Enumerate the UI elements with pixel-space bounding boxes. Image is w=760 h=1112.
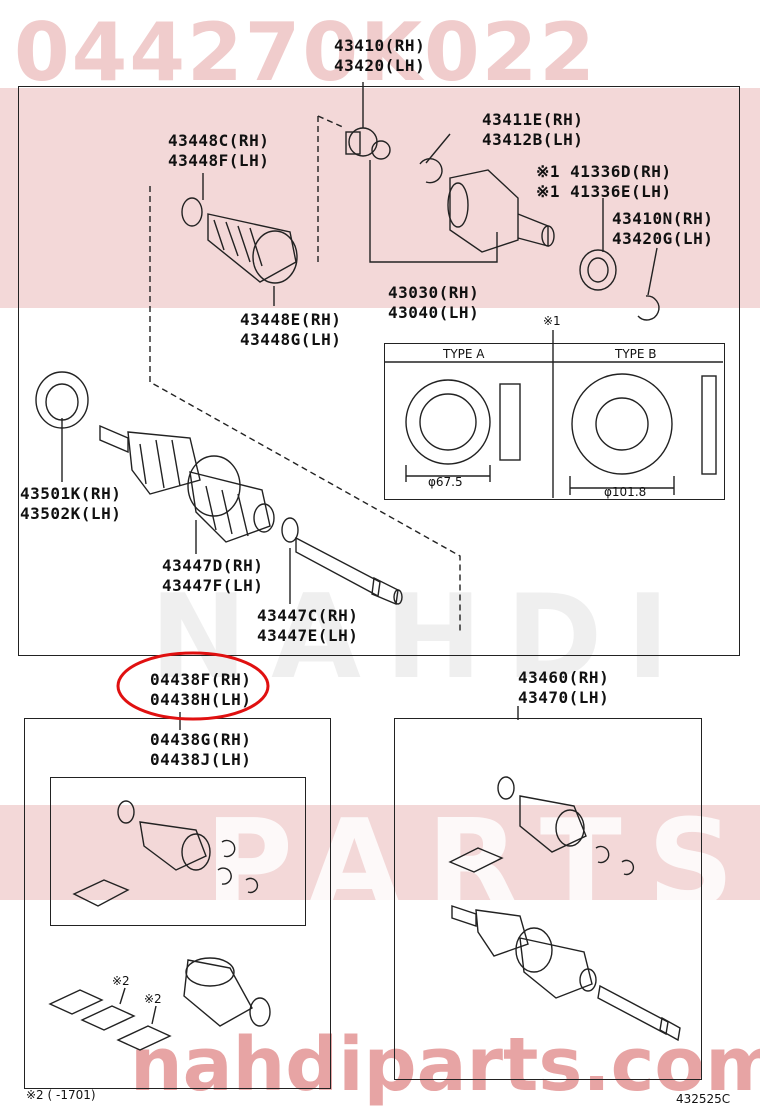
kit-04438g-frame	[50, 777, 306, 926]
label-43501k: 43501K(RH)	[20, 484, 122, 503]
label-43420: 43420(LH)	[334, 56, 426, 75]
note-mark-2b: ※2	[144, 992, 162, 1006]
type-table-frame	[384, 343, 725, 500]
label-43502k: 43502K(LH)	[20, 504, 122, 523]
note-mark-1: ※1	[543, 314, 561, 328]
label-43460: 43460(RH)	[518, 668, 610, 687]
label-04438g: 04438G(RH)	[150, 730, 252, 749]
label-43040: 43040(LH)	[388, 303, 480, 322]
note-mark-2a: ※2	[112, 974, 130, 988]
diagram-code: 432525C	[676, 1092, 731, 1106]
label-43410n: 43410N(RH)	[612, 209, 714, 228]
kit-43460-frame	[394, 718, 702, 1080]
label-43448g: 43448G(LH)	[240, 330, 342, 349]
type-b-header: TYPE B	[615, 347, 657, 361]
label-04438f: 04438F(RH)	[150, 670, 252, 689]
label-43447f: 43447F(LH)	[162, 576, 264, 595]
label-43447e: 43447E(LH)	[257, 626, 359, 645]
label-43448f: 43448F(LH)	[168, 151, 270, 170]
label-43410: 43410(RH)	[334, 36, 426, 55]
type-b-dimension: φ101.8	[604, 485, 647, 499]
footnote: ※2 ( -1701)	[26, 1088, 96, 1102]
label-43030: 43030(RH)	[388, 283, 480, 302]
label-43470: 43470(LH)	[518, 688, 610, 707]
highlight-ellipse	[116, 651, 270, 721]
label-43448e: 43448E(RH)	[240, 310, 342, 329]
label-41336e: ※1 41336E(LH)	[536, 182, 672, 201]
label-43420g: 43420G(LH)	[612, 229, 714, 248]
label-43448c: 43448C(RH)	[168, 131, 270, 150]
label-41336d: ※1 41336D(RH)	[536, 162, 672, 181]
label-04438h: 04438H(LH)	[150, 690, 252, 709]
label-43447c: 43447C(RH)	[257, 606, 359, 625]
label-43447d: 43447D(RH)	[162, 556, 264, 575]
type-a-dimension: φ67.5	[428, 475, 463, 489]
type-a-header: TYPE A	[443, 347, 485, 361]
label-43411e: 43411E(RH)	[482, 110, 584, 129]
label-04438j: 04438J(LH)	[150, 750, 252, 769]
main-assembly-frame	[18, 86, 740, 656]
label-43412b: 43412B(LH)	[482, 130, 584, 149]
